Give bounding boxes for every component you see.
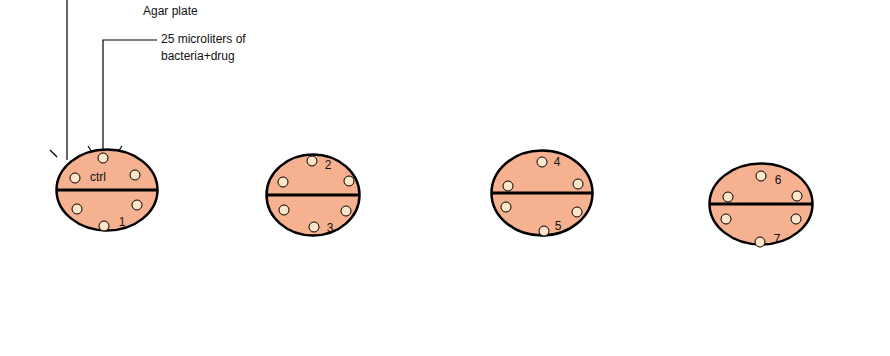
plate-divider [491, 192, 593, 195]
well-label: 3 [327, 222, 334, 235]
well [721, 214, 731, 224]
agar-plate: ctrl 1 [55, 148, 159, 232]
well [307, 156, 317, 166]
agar-plate: 45 [490, 149, 594, 237]
well [791, 214, 801, 224]
plate-outline [265, 153, 361, 237]
well-label: 5 [555, 220, 562, 233]
well [278, 177, 288, 187]
well [130, 170, 140, 180]
well [279, 205, 289, 215]
well [537, 157, 547, 167]
well [573, 179, 583, 189]
well [72, 204, 82, 214]
well-label: 4 [554, 156, 561, 169]
plate-outline [55, 148, 159, 232]
callout-label: 25 microliters of bacteria+drug [161, 31, 273, 65]
well [344, 176, 354, 186]
well [132, 200, 142, 210]
plate-ellipse [267, 155, 360, 236]
well [501, 202, 511, 212]
leader-line [103, 40, 157, 152]
well [572, 207, 582, 217]
well [98, 153, 108, 163]
plate-divider [56, 189, 158, 192]
well [503, 181, 513, 191]
plate-divider [266, 194, 360, 197]
plate-ellipse [57, 150, 158, 231]
well [70, 173, 80, 183]
tick-mark [50, 150, 57, 157]
leader-line [66, 0, 67, 160]
well [99, 221, 109, 231]
plate-outline [708, 162, 814, 246]
agar-plate: 67 [708, 162, 814, 246]
well-label: 7 [774, 233, 781, 246]
well-label: 2 [325, 159, 332, 172]
well [341, 206, 351, 216]
plate-outline [490, 149, 594, 237]
plate-ellipse [492, 151, 593, 236]
well [309, 222, 319, 232]
well [792, 191, 802, 201]
agar-plate: 23 [265, 153, 361, 237]
plate-divider [709, 203, 813, 206]
well [755, 237, 765, 247]
well-label: 1 [119, 216, 126, 229]
well [539, 226, 549, 236]
well [756, 171, 766, 181]
plate-ellipse [710, 164, 813, 245]
well-label: ctrl [90, 171, 106, 184]
well-label: 6 [775, 174, 782, 187]
callout-label: Agar plate [143, 3, 233, 20]
well [723, 192, 733, 202]
